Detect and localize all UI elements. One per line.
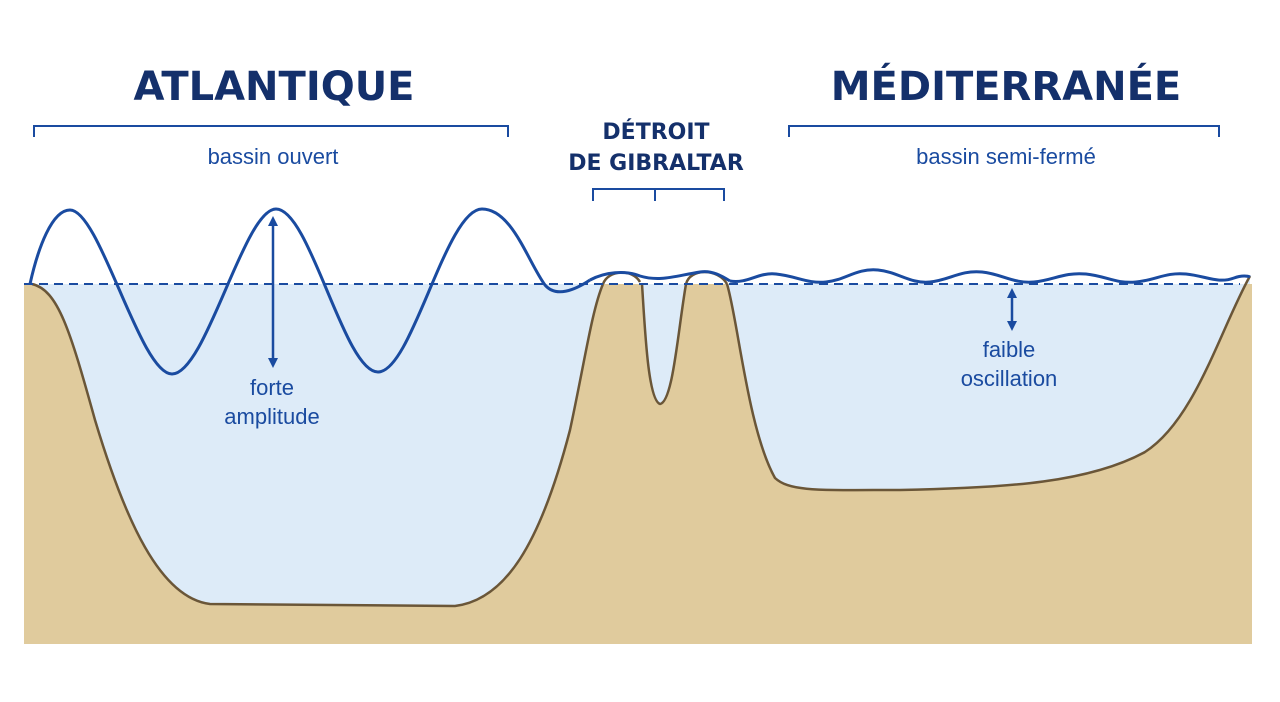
strait-title-line1: DÉTROIT — [602, 119, 709, 145]
mediterranean-basin-outline — [725, 275, 1252, 492]
strait-title-line2: DE GIBRALTAR — [568, 151, 744, 176]
mediterranean-bracket — [788, 125, 1220, 137]
strait-channel-outline — [640, 283, 688, 406]
atlantic-basin-water — [32, 284, 603, 606]
strait-channel-water — [642, 284, 686, 404]
atlantic-basin-outline — [31, 282, 605, 608]
mediterranean-basin-water — [727, 276, 1250, 491]
strait-bracket — [592, 188, 725, 201]
strait-wave — [589, 270, 731, 283]
mediterranean-annotation-line2: oscillation — [961, 366, 1058, 391]
atlantic-title: ATLANTIQUE — [133, 64, 414, 110]
atlantic-bracket — [33, 125, 509, 137]
mediterranean-annotation-line1: faible — [983, 337, 1036, 362]
atlantic-subtitle: bassin ouvert — [208, 144, 339, 169]
mediterranean-title: MÉDITERRANÉE — [831, 62, 1182, 110]
atlantic-wave — [28, 207, 591, 376]
atlantic-annotation-line2: amplitude — [224, 404, 319, 429]
mediterranean-subtitle: bassin semi-fermé — [916, 144, 1096, 169]
mediterranean-wave — [729, 268, 1251, 284]
atlantic-annotation-line1: forte — [250, 375, 294, 400]
